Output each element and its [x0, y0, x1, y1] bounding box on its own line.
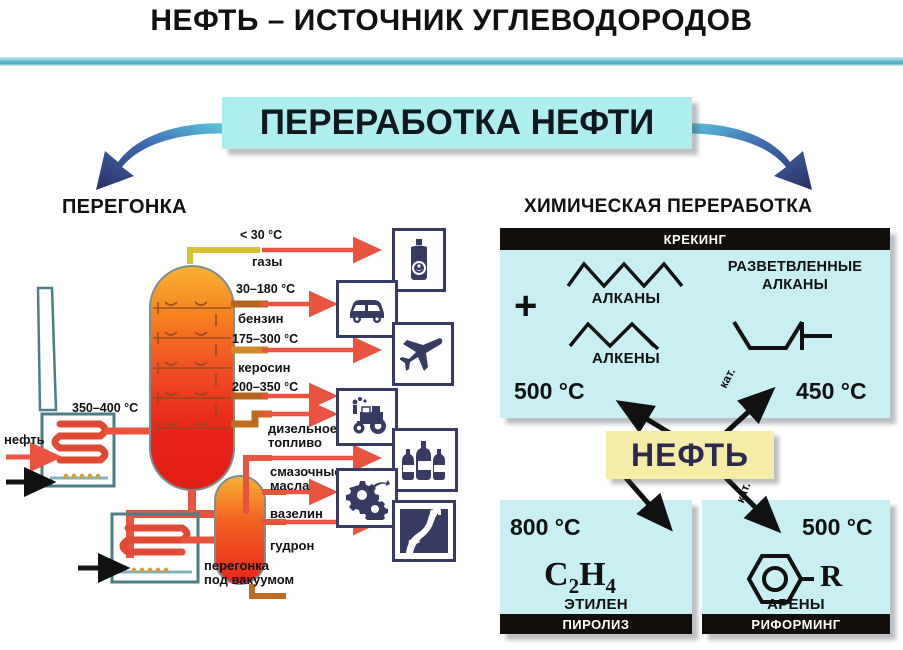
cracking-product-1-label: АЛКЕНЫ [591, 350, 661, 367]
ethylene-formula: C2H4 [544, 556, 616, 599]
fraction-name-6: гудрон [270, 538, 315, 553]
gas-cylinder-icon [411, 239, 427, 280]
fraction-name-1: бензин [238, 311, 284, 326]
ethylene-formula-sub2: 4 [605, 573, 617, 598]
zigzag-alkane-icon [566, 261, 684, 289]
main-banner: ПЕРЕРАБОТКА НЕФТИ [222, 97, 692, 149]
branched-alkane-label-line2: АЛКАНЫ [761, 277, 828, 293]
ethylene-formula-C: C [544, 556, 569, 593]
page-title: НЕФТЬ – ИСТОЧНИК УГЛЕВОДОРОДОВ [150, 4, 753, 37]
icon-box-airplane [392, 322, 454, 386]
section-heading-chemical: ХИМИЧЕСКАЯ ПЕРЕРАБОТКА [524, 196, 813, 217]
fraction-temp-2: 175–300 °C [232, 332, 299, 346]
vacuum-label-line2: под вакуумом [204, 572, 295, 587]
ethylene-formula-H: H [579, 556, 606, 593]
section-heading-distillation: ПЕРЕГОНКА [62, 196, 187, 218]
ethylene-formula-sub1: 2 [568, 573, 580, 598]
cracking-bar-label: КРЕКИНГ [663, 231, 727, 247]
icon-box-road [392, 500, 456, 562]
branched-alkane-label-line1: РАЗВЕТВЛЕННЫЕ [727, 259, 863, 275]
left-swoosh-arrow [96, 123, 236, 190]
fraction-name-3-line1: дизельное [268, 421, 338, 436]
road-icon [400, 509, 448, 553]
tractor-icon [352, 397, 386, 434]
bottles-icon [402, 441, 446, 480]
title-divider [0, 57, 903, 66]
reforming-bar: РИФОРМИНГ [702, 614, 890, 634]
cracking-right-temperature: 450 °C [796, 378, 867, 404]
icon-box-gears-oiler [336, 468, 398, 528]
distillation-schematic [6, 236, 383, 599]
reforming-card: 500 °C R АРЕНЫ РИФОРМИНГ [702, 500, 890, 634]
arrow-oil-to-pyrolysis [624, 476, 673, 532]
pyrolysis-product-name: ЭТИЛЕН [564, 596, 628, 613]
pyrolysis-bar-label: ПИРОЛИЗ [562, 616, 630, 632]
icon-box-tractor [336, 388, 398, 446]
right-swoosh-arrow [672, 123, 812, 190]
reforming-bar-label: РИФОРМИНГ [751, 616, 841, 632]
icon-box-car [336, 280, 398, 338]
cracking-product-0-label: АЛКАНЫ [591, 290, 661, 307]
pyrolysis-temperature: 800 °C [510, 514, 581, 540]
gears-oiler-icon [346, 480, 390, 520]
branched-alkane-icon [732, 320, 832, 350]
fraction-name-4-line2: масла [270, 478, 310, 493]
arrow-oil-to-cracking-right [718, 386, 776, 440]
main-banner-label: ПЕРЕРАБОТКА НЕФТИ [259, 103, 655, 142]
arene-R-label: R [820, 558, 843, 593]
icon-box-bottles [392, 428, 458, 492]
cracking-card: КРЕКИНГ + АЛКАНЫ АЛКЕНЫ РАЗВЕТВЛЕННЫЕ АЛ… [500, 228, 890, 418]
oil-source-label: НЕФТЬ [630, 436, 750, 473]
fraction-name-4-line1: смазочные [270, 464, 342, 479]
fraction-temp-1: 30–180 °C [236, 282, 296, 296]
distillation-diagram: < 30 °C газы 30–180 °C бензин 175–300 °C… [0, 228, 500, 628]
fraction-name-3-line2: топливо [268, 435, 322, 450]
fraction-name-5: вазелин [270, 506, 323, 521]
fraction-temp-3: 200–350 °C [232, 380, 299, 394]
car-icon [350, 300, 384, 323]
cracking-left-temperature: 500 °C [514, 378, 585, 404]
furnace-temperature: 350–400 °C [72, 401, 139, 415]
fraction-name-0: газы [252, 254, 283, 269]
airplane-icon [400, 338, 443, 371]
oil-source-chip: НЕФТЬ [606, 431, 774, 479]
fraction-temp-0: < 30 °C [240, 228, 283, 242]
arrow-oil-to-reforming [724, 476, 782, 534]
zigzag-alkene-icon [568, 321, 660, 350]
feed-label: нефть [4, 432, 45, 447]
benzene-ring-icon [746, 554, 814, 604]
icon-box-gas-cylinder [392, 228, 446, 292]
cracking-bar: КРЕКИНГ [500, 228, 890, 250]
plus-sign: + [514, 284, 538, 328]
reforming-temperature: 500 °C [802, 514, 873, 540]
pyrolysis-bar: ПИРОЛИЗ [500, 614, 692, 634]
vacuum-label-line1: перегонка [204, 558, 270, 573]
reforming-product-name: АРЕНЫ [767, 596, 825, 613]
fraction-name-2: керосин [238, 360, 291, 375]
